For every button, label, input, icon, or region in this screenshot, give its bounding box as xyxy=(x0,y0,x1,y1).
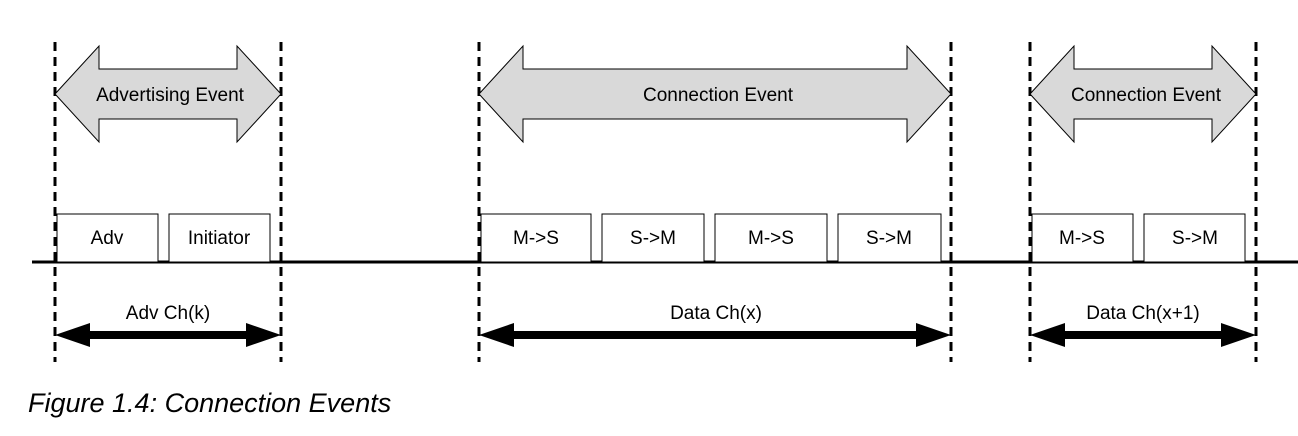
channel-label: Adv Ch(k) xyxy=(126,303,210,324)
packet-label: M->S xyxy=(1059,228,1105,249)
packet-label: M->S xyxy=(748,228,794,249)
packet-box xyxy=(1143,213,1246,263)
figure-caption: Figure 1.4: Connection Events xyxy=(28,388,392,418)
packet-label: S->M xyxy=(630,228,676,249)
connection-event-group: Connection Event M->S S->M M->S S->M Dat… xyxy=(477,42,953,362)
event-double-arrow xyxy=(54,44,282,144)
packet-box xyxy=(56,213,159,263)
packet-label: S->M xyxy=(866,228,912,249)
advertising-event-group: Advertising Event Adv Initiator Adv Ch(k… xyxy=(53,42,283,362)
packet-box xyxy=(837,213,942,263)
packet-box xyxy=(168,213,271,263)
channel-label: Data Ch(x+1) xyxy=(1086,303,1200,324)
event-double-arrow xyxy=(1029,44,1257,144)
packet-label: S->M xyxy=(1172,228,1218,249)
connection-event-group: Connection Event M->S S->M Data Ch(x+1) xyxy=(1028,42,1258,362)
event-label: Connection Event xyxy=(1071,85,1222,106)
channel-label: Data Ch(x) xyxy=(670,303,762,324)
packet-box xyxy=(601,213,705,263)
channel-double-arrow xyxy=(479,323,951,347)
channel-double-arrow xyxy=(55,323,281,347)
channel-double-arrow xyxy=(1030,323,1256,347)
event-label: Connection Event xyxy=(643,85,794,106)
packet-label: Adv xyxy=(91,228,124,249)
packet-box xyxy=(480,213,592,263)
packet-label: Initiator xyxy=(188,228,251,249)
packet-label: M->S xyxy=(513,228,559,249)
event-label: Advertising Event xyxy=(96,85,245,106)
packet-box xyxy=(1031,213,1134,263)
packet-box xyxy=(714,213,828,263)
event-double-arrow xyxy=(478,44,952,144)
